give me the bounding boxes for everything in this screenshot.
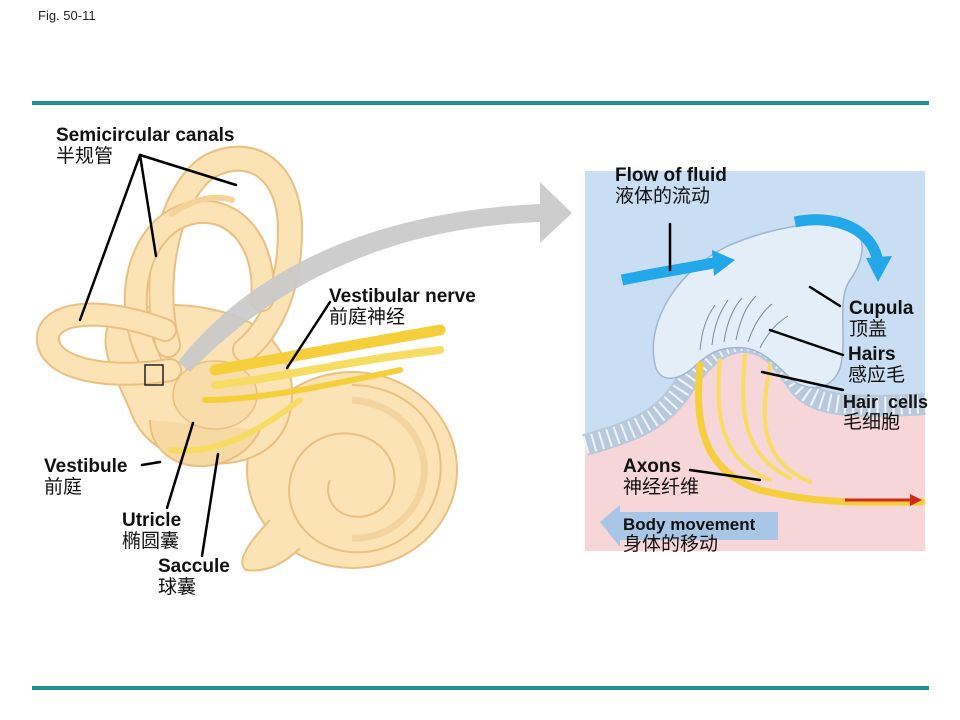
vestibular-nerve-shape	[167, 324, 446, 454]
label-cupula-zh: 顶盖	[849, 318, 888, 341]
label-cupula: Cupula 顶盖	[849, 298, 913, 341]
label-semicircular-canals-zh: 半规管	[56, 145, 114, 168]
label-vestibular-nerve-zh: 前庭神经	[329, 306, 406, 329]
label-semicircular-canals-en: Semicircular canals	[56, 125, 235, 146]
label-axons-en: Axons	[623, 456, 682, 477]
label-axons-zh: 神经纤维	[623, 476, 700, 499]
label-vestibular-nerve: Vestibular nerve 前庭神经	[329, 286, 476, 329]
leader-lines	[78, 153, 845, 558]
label-body-movement: Body movement 身体的移动	[623, 515, 755, 555]
label-vestibule-en: Vestibule	[44, 456, 128, 477]
label-body-movement-zh: 身体的移动	[623, 533, 719, 556]
semicircular-canals-shape	[36, 145, 304, 386]
axons-shape	[695, 353, 926, 506]
label-hair-cells-en: Hair cells	[843, 392, 929, 412]
body-movement-arrow	[600, 505, 778, 547]
label-semicircular-canals: Semicircular canals 半规管	[56, 125, 235, 168]
label-hairs-en: Hairs	[848, 344, 896, 365]
cochlea	[241, 371, 458, 572]
inner-ear-illustration	[36, 145, 458, 572]
label-utricle: Utricle 椭圆囊	[122, 510, 181, 553]
label-flow-of-fluid-en: Flow of fluid	[615, 165, 727, 186]
top-rule	[32, 101, 929, 105]
hairs-shape	[699, 295, 789, 351]
label-hair-cells-zh: 毛细胞	[843, 411, 901, 434]
cupula-detail-panel	[582, 171, 926, 551]
label-vestibule-zh: 前庭	[44, 476, 83, 499]
label-hairs: Hairs 感应毛	[848, 344, 905, 387]
flow-arrows	[620, 214, 892, 286]
label-hairs-zh: 感应毛	[848, 364, 906, 387]
bottom-rule	[32, 686, 929, 690]
label-flow-of-fluid-zh: 液体的流动	[615, 185, 711, 208]
label-vestibule: Vestibule 前庭	[44, 456, 127, 499]
label-saccule: Saccule 球囊	[158, 556, 230, 599]
label-utricle-en: Utricle	[122, 510, 182, 531]
label-body-movement-en: Body movement	[623, 515, 756, 534]
detail-marker	[144, 364, 164, 386]
figure-number: Fig. 50-11	[38, 8, 96, 23]
label-saccule-zh: 球囊	[158, 576, 197, 599]
label-axons: Axons 神经纤维	[623, 456, 699, 499]
label-saccule-en: Saccule	[158, 556, 230, 577]
label-cupula-en: Cupula	[849, 298, 914, 319]
label-hair-cells: Hair cells 毛细胞	[843, 392, 928, 433]
label-vestibular-nerve-en: Vestibular nerve	[329, 286, 476, 307]
label-flow-of-fluid: Flow of fluid 液体的流动	[615, 165, 727, 208]
label-utricle-zh: 椭圆囊	[122, 530, 180, 553]
